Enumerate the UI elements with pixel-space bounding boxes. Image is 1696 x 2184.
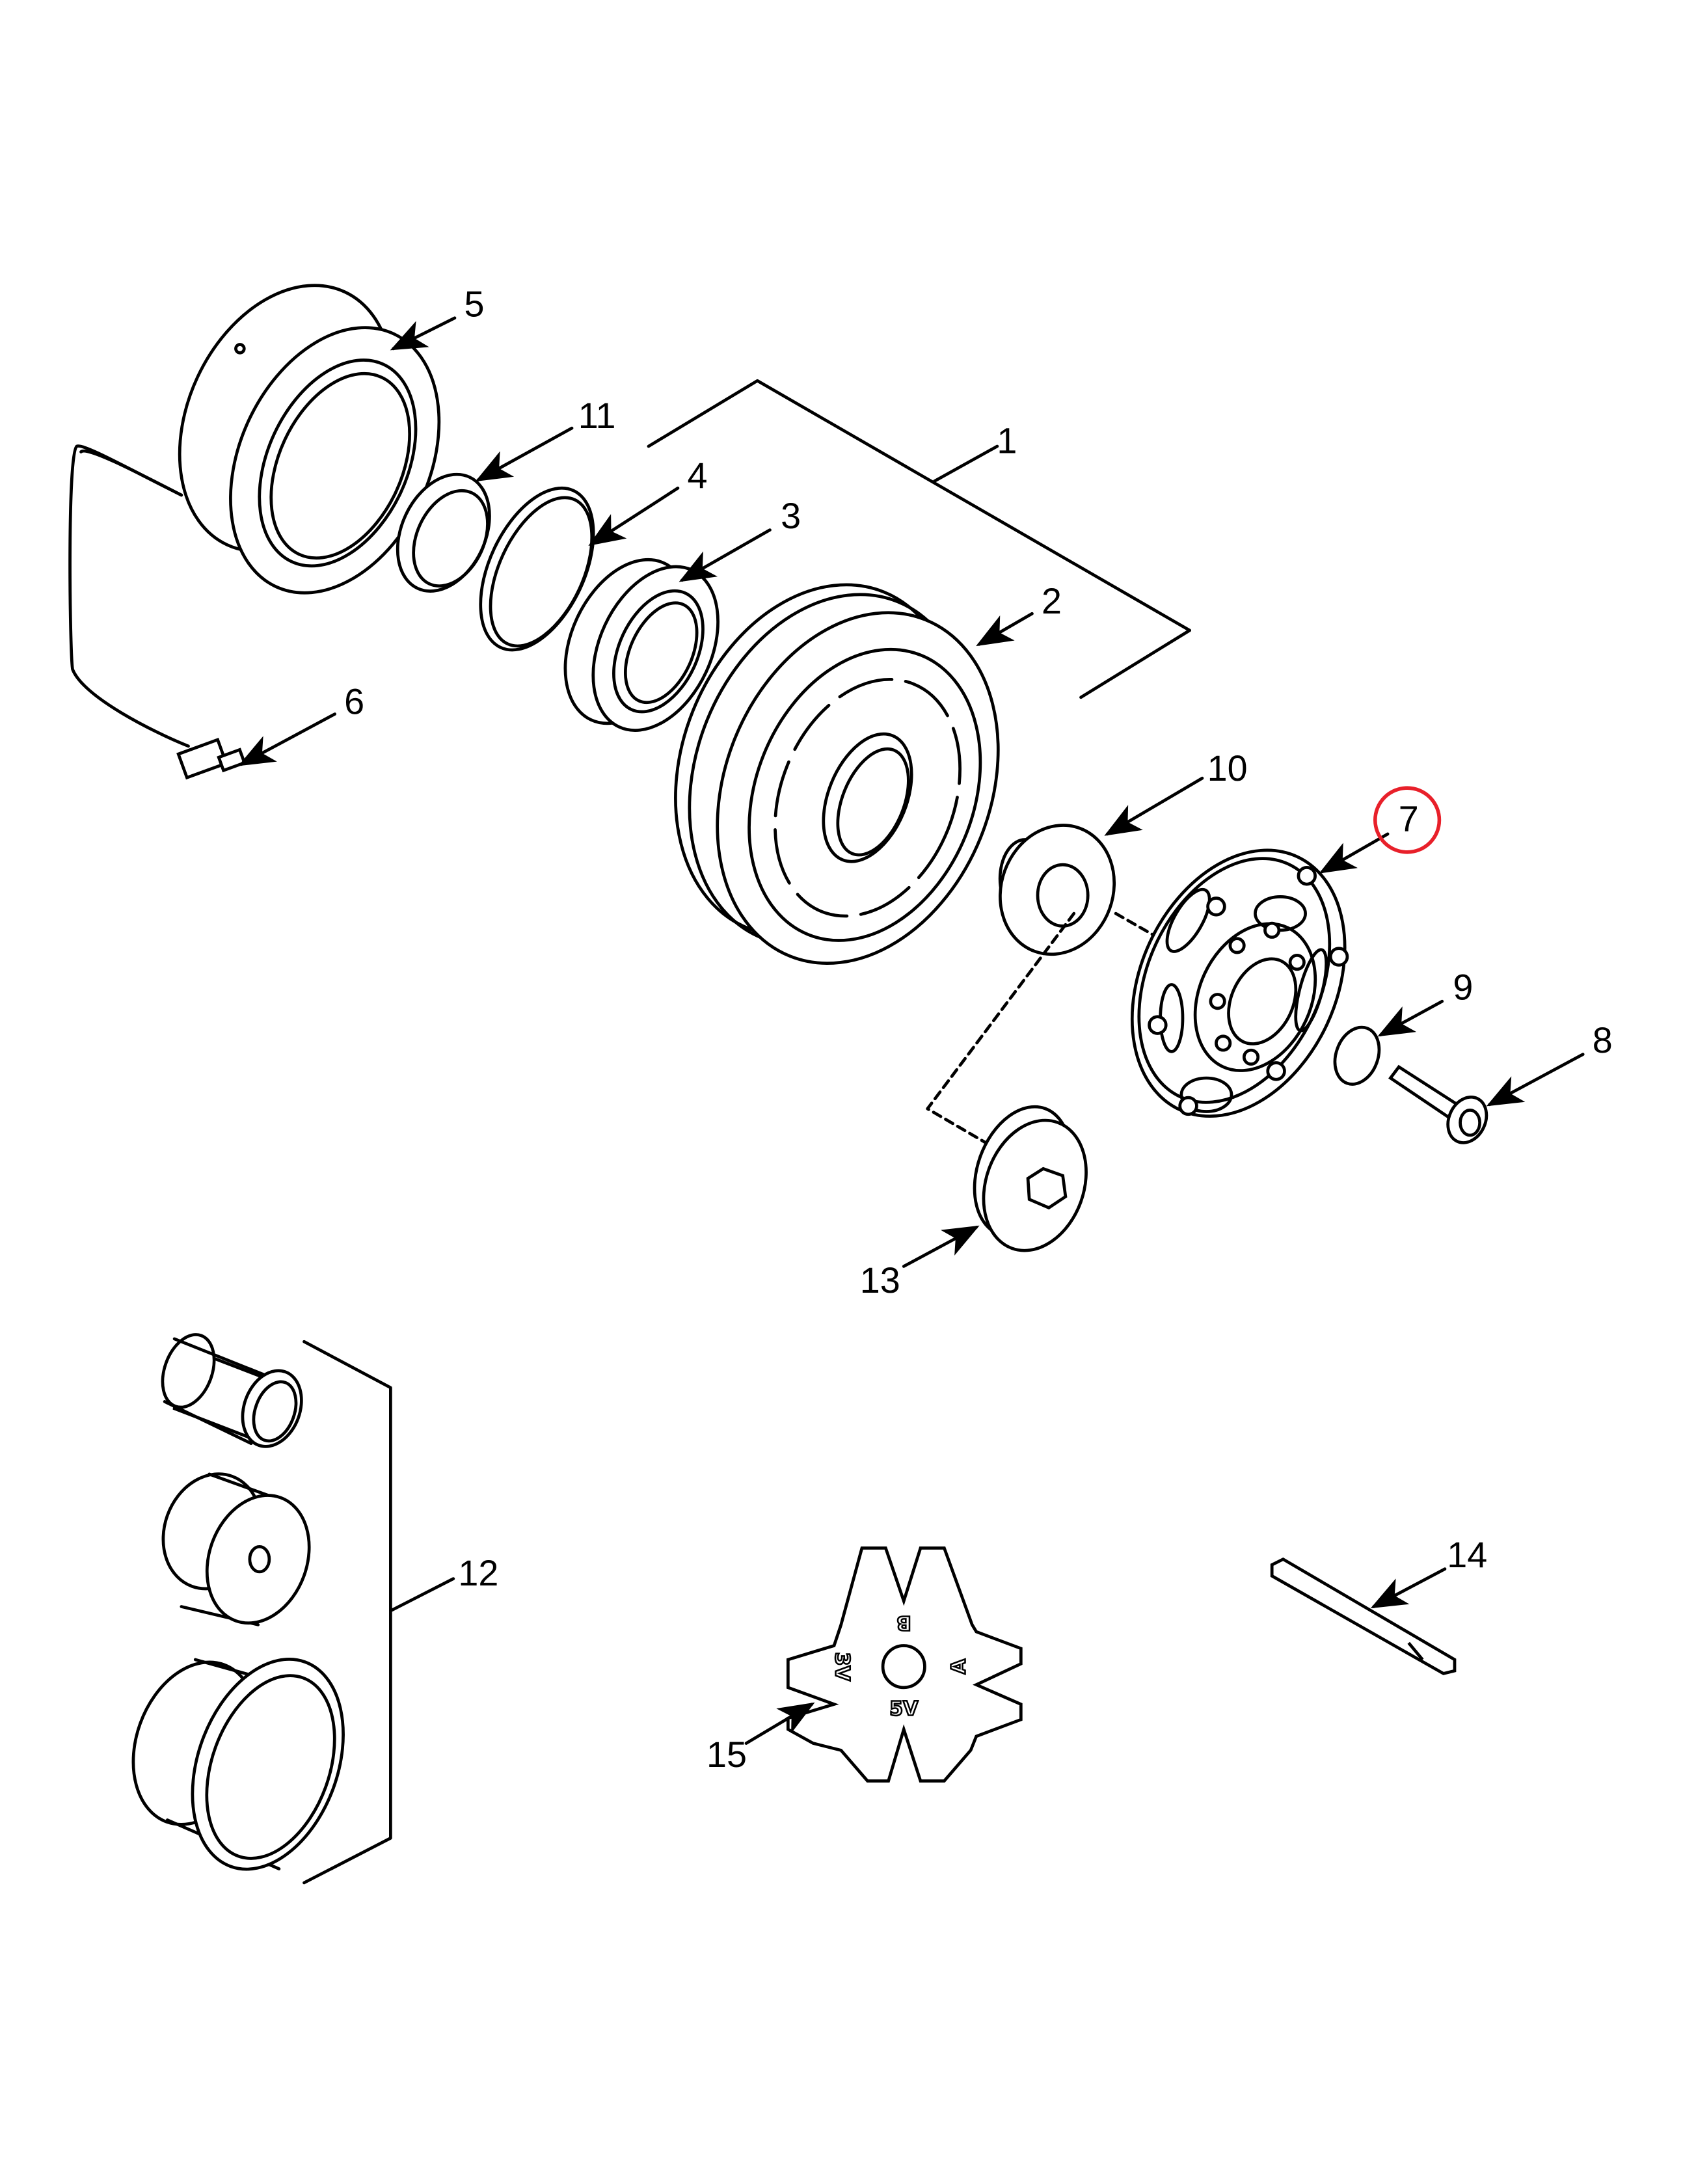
callout-11[interactable]: 11 xyxy=(578,396,616,436)
callout-7[interactable]: 7 xyxy=(1399,798,1419,839)
callout-5[interactable]: 5 xyxy=(464,284,484,324)
callout-10[interactable]: 10 xyxy=(1207,748,1248,789)
callout-3[interactable]: 3 xyxy=(781,496,801,536)
callout-4[interactable]: 4 xyxy=(687,455,707,496)
part-7-clutch-plate[interactable] xyxy=(1091,816,1386,1151)
callout-14[interactable]: 14 xyxy=(1447,1535,1487,1575)
part-2-pulley[interactable] xyxy=(625,543,1049,1006)
callout-9[interactable]: 9 xyxy=(1453,967,1473,1008)
callout-12[interactable]: 12 xyxy=(458,1553,498,1593)
part-6-connector[interactable] xyxy=(176,738,247,780)
callout-6[interactable]: 6 xyxy=(344,681,364,721)
callout-13[interactable]: 13 xyxy=(860,1260,900,1301)
part-12-tool-set[interactable] xyxy=(112,1327,371,1890)
part-13-tool[interactable] xyxy=(958,1094,1104,1265)
marking-3v: 3V xyxy=(830,1652,853,1682)
marking-a: A xyxy=(947,1658,970,1674)
part-9-lock-ring[interactable] xyxy=(1327,1021,1386,1090)
part-4-snap-ring[interactable] xyxy=(457,470,616,667)
bracket-1 xyxy=(647,379,1192,699)
highlight-circle xyxy=(1373,786,1442,854)
part-3-bearing[interactable] xyxy=(541,539,743,750)
marking-5v: 5V xyxy=(889,1698,919,1721)
part-11-ring[interactable] xyxy=(380,459,507,606)
callout-15[interactable]: 15 xyxy=(707,1734,747,1775)
part-14-pin[interactable] xyxy=(1270,1557,1457,1675)
leader-arrows xyxy=(238,316,1585,1745)
part-10-hub[interactable] xyxy=(982,809,1132,971)
bracket-12 xyxy=(303,1340,392,1885)
marking-b: B xyxy=(896,1611,911,1634)
callout-1[interactable]: 1 xyxy=(997,420,1017,461)
callout-8[interactable]: 8 xyxy=(1593,1020,1613,1060)
part-5-field-coil[interactable] xyxy=(68,250,480,748)
part-8-bolt[interactable] xyxy=(1388,1064,1494,1149)
part-15-gauge[interactable]: B A 5V 3V xyxy=(786,1546,1023,1783)
callout-2[interactable]: 2 xyxy=(1042,581,1062,621)
